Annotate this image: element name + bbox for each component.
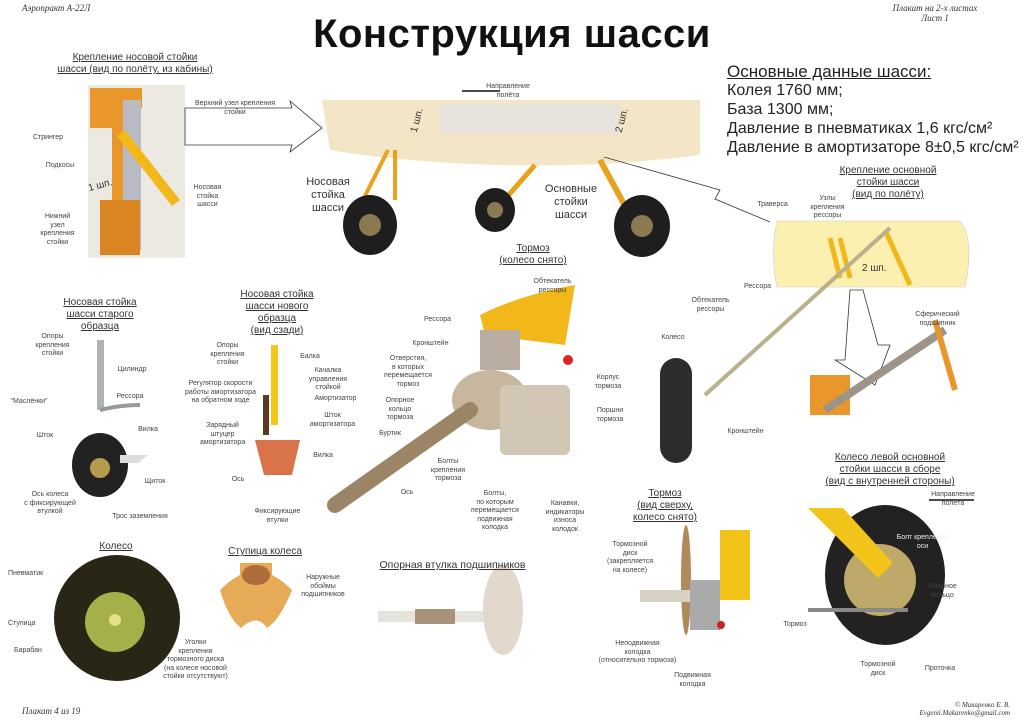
hub-title: Ступица колеса xyxy=(228,546,302,557)
brake-photo xyxy=(327,285,575,513)
label: Опоры крепления стойки xyxy=(35,333,70,357)
specs-heading: Основные данные шасси: xyxy=(727,62,932,81)
spec-line: Давление в пневматиках 1,6 кгс/см² xyxy=(727,120,993,137)
label: Зарядный штуцер амортизатора xyxy=(200,422,246,446)
author: © Макаренко Е. В. xyxy=(954,701,1010,709)
label: Ось колеса с фиксирующей втулкой xyxy=(24,491,76,515)
bushing-title: Опорная втулка подшипников xyxy=(379,559,526,571)
label: Корпус тормоза xyxy=(594,374,622,390)
brake-top-title: Тормоз (вид сверху, колесо снято) xyxy=(633,488,697,523)
label: Буртик xyxy=(379,430,401,437)
label: Обтекатель рессоры xyxy=(691,297,730,313)
label: Верхний узел крепления стойки xyxy=(194,100,275,116)
wheel-title: Колесо xyxy=(99,541,133,552)
label: Узлы крепления рессоры xyxy=(810,195,845,219)
label: Балка xyxy=(300,353,320,360)
nose-mount-photo xyxy=(88,85,185,258)
page-title: Конструкция шасси xyxy=(313,12,711,56)
label: Вилка xyxy=(313,452,333,459)
label: Ступица xyxy=(8,620,36,627)
main-wheel-title: Колесо левой основной стойки шасси в сбо… xyxy=(825,452,955,487)
label: Рессора xyxy=(423,316,451,323)
spec-line: Давление в амортизаторе 8±0,5 кгс/см² xyxy=(727,139,1019,156)
main-mount-title: Крепление основной стойки шасси (вид по … xyxy=(839,165,937,200)
label: Подвижная колодка xyxy=(674,672,711,688)
label: Стрингер xyxy=(32,134,64,141)
sheet-count: Плакат на 2-х листах xyxy=(892,3,978,13)
brake-top-photo xyxy=(640,525,750,635)
label: Тормоз xyxy=(783,621,807,628)
label: Болт крепления оси xyxy=(896,534,949,550)
sheet-info: Плакат на 2-х листах Лист 1 xyxy=(880,3,990,23)
label: Канавки, индикаторы износа колодок xyxy=(545,500,585,533)
label: Поршни тормоза xyxy=(596,407,624,423)
label: Подкосы xyxy=(45,162,75,169)
label: Носовая стойка шасси xyxy=(193,184,222,208)
label: Цилиндр xyxy=(117,366,147,373)
label: Рессора xyxy=(743,283,771,290)
label: Вилка xyxy=(138,426,158,433)
main-mount-diagram xyxy=(660,220,970,463)
label: Пневматик xyxy=(8,570,44,577)
label: Кронштейн xyxy=(412,340,449,347)
new-nose-strut-photo xyxy=(255,345,300,475)
label: Ось xyxy=(400,489,414,496)
label: Отверстия, в которых перемещается тормоз xyxy=(384,355,432,388)
label: Обтекатель рессоры xyxy=(533,278,572,294)
old-nose-title: Носовая стойка шасси старого образца xyxy=(63,297,137,332)
poster-number: Плакат 4 из 19 xyxy=(22,706,81,716)
old-nose-strut-photo xyxy=(72,340,148,497)
label: Уголки крепления тормозного диска (на ко… xyxy=(163,639,228,680)
label: Опорное кольцо xyxy=(928,583,957,599)
label: Барабан xyxy=(14,647,42,654)
label: Ось xyxy=(231,476,245,483)
wheel-photo xyxy=(54,555,180,681)
label: Амортизатор xyxy=(314,395,357,402)
new-nose-title: Носовая стойка шасси нового образца (вид… xyxy=(240,289,314,336)
label: Тормозной диск (закрепляется на колесе) xyxy=(606,541,654,574)
spec-line: Колея 1760 мм; xyxy=(727,82,843,99)
label: Траверса xyxy=(757,201,788,208)
main-wheel-photo xyxy=(805,499,974,645)
label: "Маслёнки" xyxy=(10,398,48,405)
copyright: © Макаренко Е. В. Evgenii.Makarenko@gmai… xyxy=(880,701,1010,717)
label: Трос заземления xyxy=(112,513,168,520)
label: Сферический подшипник xyxy=(915,311,960,327)
label: Наружные обоймы подшипников xyxy=(301,574,345,598)
label: Качалка управления стойкой xyxy=(308,367,348,391)
frame-2-label: 2 шп. xyxy=(862,263,887,274)
label: Нижний узел крепления стойки xyxy=(40,213,75,246)
main-struts-label: Основные стойки шасси xyxy=(544,183,598,221)
label: Опорное кольцо тормоза xyxy=(385,397,415,421)
nose-strut-label: Носовая стойка шасси xyxy=(306,176,350,214)
label: Проточка xyxy=(924,665,956,672)
specs-block: Основные данные шасси: Колея 1760 мм; Ба… xyxy=(727,62,1019,157)
label: Фиксирующие втулки xyxy=(254,508,301,524)
author-email: Evgenii.Makarenko@gmail.com xyxy=(919,709,1010,717)
label: Болты, по которым перемещается подвижная… xyxy=(471,490,519,531)
label: Направление полёта xyxy=(931,491,975,507)
sheet-number: Лист 1 xyxy=(921,13,949,23)
label: Тормозной диск xyxy=(860,661,896,677)
label: Кронштейн xyxy=(727,428,764,435)
label: Рессора xyxy=(116,393,144,400)
label: Болты крепления тормоза xyxy=(430,458,466,482)
nose-mount-title: Крепление носовой стойки шасси (вид по п… xyxy=(57,52,213,75)
label: Неподвижная колодка (относительно тормоз… xyxy=(598,640,677,664)
brake-title: Тормоз (колесо снято) xyxy=(499,243,567,266)
label: Колесо xyxy=(661,334,685,341)
label: Опоры крепления стойки xyxy=(210,342,245,366)
label: Шток амортизатора xyxy=(309,412,356,428)
poster-series: Аэропракт А-22Л xyxy=(22,3,91,13)
spec-line: База 1300 мм; xyxy=(727,101,834,118)
label: Шток xyxy=(36,432,54,439)
airplane-photo xyxy=(322,90,700,257)
label: Регулятор скорости работы амортизатора н… xyxy=(185,380,256,404)
flight-direction-label: Направление полёта xyxy=(486,83,530,99)
hub-photo xyxy=(220,563,292,628)
label: Щиток xyxy=(144,478,166,485)
bushing-photo xyxy=(378,565,523,655)
